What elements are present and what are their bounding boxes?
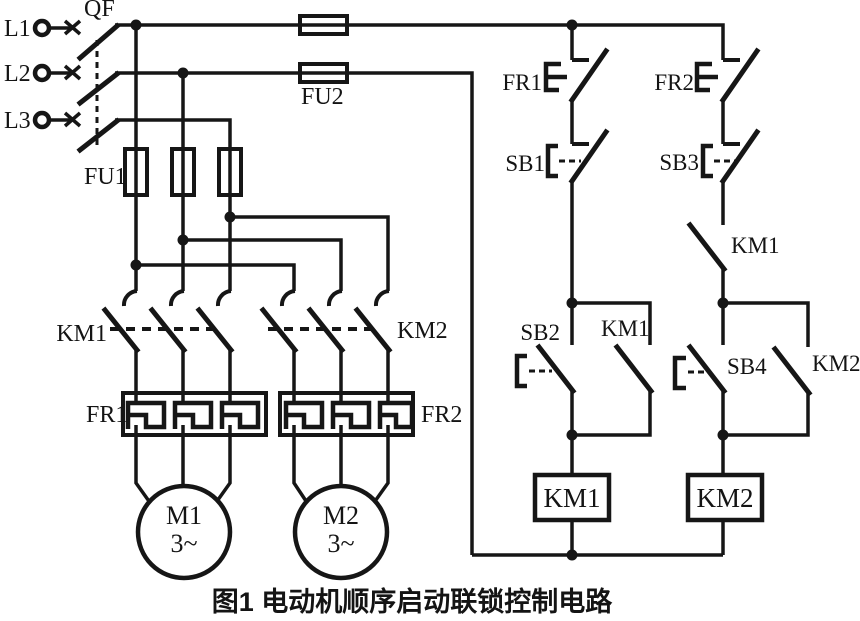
pushbutton-brackets bbox=[514, 143, 713, 391]
km1-sequence-contact-label: KM1 bbox=[731, 233, 780, 258]
terminal-l3 bbox=[32, 110, 52, 130]
phase-label-l1: L1 bbox=[4, 16, 31, 42]
overload-box-stub-wires bbox=[134, 394, 390, 436]
nc-contact-blades bbox=[568, 47, 761, 185]
phase-label-l2: L2 bbox=[4, 61, 31, 87]
fuse-fu2-2 bbox=[298, 62, 349, 84]
fr1-heater-elements bbox=[125, 400, 261, 430]
junction-dot bbox=[566, 429, 578, 441]
junction-dot bbox=[130, 19, 142, 31]
coil-km1-label: KM1 bbox=[543, 483, 600, 513]
phase-label-l3: L3 bbox=[4, 108, 31, 134]
junction-dot bbox=[130, 259, 142, 271]
km1-main-contacts-label: KM1 bbox=[56, 321, 107, 347]
control-contacts bbox=[514, 47, 813, 397]
motor-m1-phase: 3~ bbox=[170, 529, 197, 558]
junction-dot bbox=[224, 211, 236, 223]
fr1-contact-label: FR1 bbox=[502, 70, 542, 95]
power-wires bbox=[49, 23, 725, 555]
junction-dot bbox=[177, 234, 189, 246]
km2-main-contacts-label: KM2 bbox=[397, 318, 448, 344]
junction-dot bbox=[566, 549, 578, 561]
stop-button-sb3-label: SB3 bbox=[659, 150, 699, 175]
motors bbox=[135, 483, 390, 581]
motor-m2-name: M2 bbox=[323, 501, 359, 530]
stop-button-sb1-label: SB1 bbox=[505, 151, 545, 176]
terminal-l2 bbox=[32, 63, 52, 83]
km2-feed-branches bbox=[136, 215, 390, 291]
contactor-coils bbox=[532, 472, 765, 523]
junction-dot bbox=[177, 67, 189, 79]
fr2-element-label: FR2 bbox=[421, 402, 462, 428]
main-contacts bbox=[101, 289, 393, 354]
coil-km2-label: KM2 bbox=[696, 483, 753, 513]
coil-km2-box bbox=[685, 472, 765, 523]
no-contact-blades bbox=[535, 221, 813, 397]
fuse-fu1-3 bbox=[217, 147, 243, 197]
labels: L1 L2 L3 QF FU2 FU1 KM1 KM2 FR1 FR2 M1 3… bbox=[4, 0, 860, 617]
phase-l2-wire bbox=[49, 71, 474, 555]
km2-seal-branch-wire bbox=[723, 301, 810, 437]
main-contact-arcs bbox=[121, 289, 390, 307]
figure-caption: 图1 电动机顺序启动联锁控制电路 bbox=[212, 586, 614, 617]
junction-dot bbox=[717, 429, 729, 441]
breaker-qf bbox=[32, 18, 121, 154]
overload-fr1-box bbox=[121, 391, 268, 437]
motor-m1-name: M1 bbox=[166, 501, 202, 530]
fuse-fu1-1 bbox=[123, 147, 149, 197]
fr1-element-label: FR1 bbox=[86, 402, 127, 428]
breaker-x-marks bbox=[63, 19, 82, 128]
motor-m2-phase: 3~ bbox=[327, 529, 354, 558]
junction-dot bbox=[717, 297, 729, 309]
junction-dots bbox=[130, 19, 729, 561]
km1-seal-branch-wire bbox=[572, 301, 652, 437]
fr2-contact-label: FR2 bbox=[654, 70, 694, 95]
km1-seal-contact-label: KM1 bbox=[601, 316, 650, 341]
motor-lead-wires bbox=[134, 434, 390, 506]
phase-l1-wire bbox=[49, 23, 725, 60]
fr-trip-symbols bbox=[543, 61, 718, 93]
motor-m2-circle bbox=[292, 483, 390, 581]
fuse-group bbox=[123, 14, 349, 197]
fuse-fu2-label: FU2 bbox=[301, 84, 344, 110]
fuse-fu1-label: FU1 bbox=[84, 164, 127, 190]
pole-lower-wires bbox=[134, 350, 390, 394]
control-wires bbox=[472, 25, 810, 557]
terminal-l1 bbox=[32, 18, 52, 38]
coil-km1-box bbox=[532, 472, 612, 523]
thermal-overload-elements bbox=[121, 391, 415, 437]
motor-m1-circle bbox=[135, 483, 233, 581]
start-button-sb4-label: SB4 bbox=[727, 354, 767, 379]
start-button-sb2-label: SB2 bbox=[520, 320, 560, 345]
junction-dot bbox=[566, 297, 578, 309]
nc-contact-bars bbox=[572, 58, 740, 146]
fuse-fu1-2 bbox=[170, 147, 196, 197]
breaker-qf-label: QF bbox=[84, 0, 115, 22]
junction-dot bbox=[566, 19, 578, 31]
fuse-fu2-1 bbox=[298, 14, 349, 36]
pushbutton-link-dashes bbox=[529, 159, 736, 374]
phase-l3-wire bbox=[49, 118, 232, 291]
fr2-heater-elements bbox=[283, 400, 415, 430]
km2-seal-contact-label: KM2 bbox=[812, 351, 860, 376]
